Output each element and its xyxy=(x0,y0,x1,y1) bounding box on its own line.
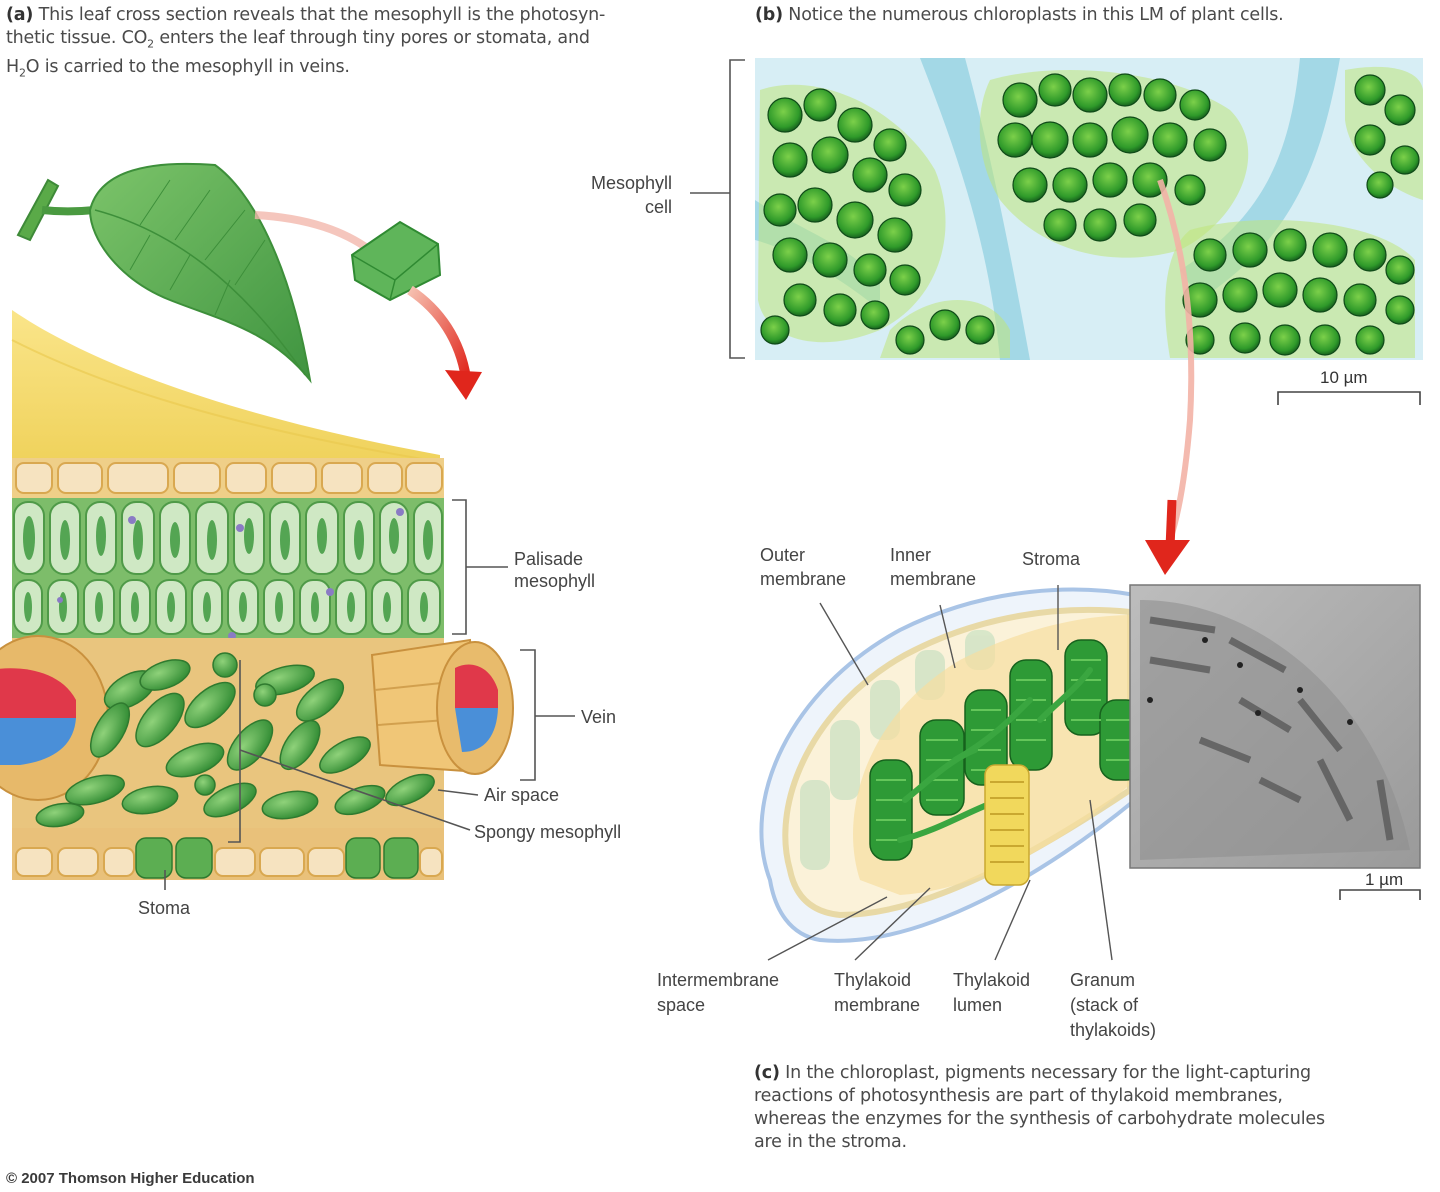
subscript: 2 xyxy=(18,66,26,79)
zoom-arrow xyxy=(407,285,471,379)
label-line: Inner xyxy=(890,545,932,565)
panel-b-caption: (b) Notice the numerous chloroplasts in … xyxy=(755,4,1284,27)
scale-label-1um: 1 µm xyxy=(1365,870,1404,889)
caption-line: O is carried to the mesophyll in veins. xyxy=(25,56,350,77)
label-line: lumen xyxy=(953,995,1003,1015)
label-line: membrane xyxy=(834,995,921,1015)
label-intermembrane-space: Intermembrane space xyxy=(657,967,779,1018)
copyright-notice: © 2007 Thomson Higher Education xyxy=(6,1170,255,1187)
label-line: Mesophyll xyxy=(590,173,672,193)
label-stoma: Stoma xyxy=(138,898,191,918)
vein-right xyxy=(370,638,514,775)
label-line: (stack of xyxy=(1070,995,1139,1015)
label-spongy-mesophyll: Spongy mesophyll xyxy=(474,822,622,842)
scale-label-10um: 10 µm xyxy=(1320,368,1368,387)
panel-c-caption: (c) In the chloroplast, pigments necessa… xyxy=(754,1062,1434,1154)
arrowhead-icon xyxy=(445,370,482,400)
label-line: space xyxy=(657,995,706,1015)
label-palisade-mesophyll: Palisade mesophyll xyxy=(514,546,595,594)
label-thylakoid-membrane: Thylakoid membrane xyxy=(834,967,920,1018)
subscript: 2 xyxy=(147,37,154,51)
label-thylakoid-lumen: Thylakoid lumen xyxy=(953,967,1030,1018)
guard-cells xyxy=(135,837,419,879)
label-line: thylakoids) xyxy=(1070,1020,1157,1040)
label-inner-membrane: Inner membrane xyxy=(890,542,976,592)
label-line: membrane xyxy=(760,569,847,589)
caption-line: reactions of photosynthesis are part of … xyxy=(754,1086,1283,1106)
caption-line: thetic tissue. CO xyxy=(6,28,148,48)
caption-line: H xyxy=(6,56,19,77)
panel-b-letter: (b) xyxy=(755,5,783,25)
caption-line: are in the stroma. xyxy=(754,1132,907,1152)
label-line: Thylakoid xyxy=(953,970,1031,990)
label-line: Intermembrane xyxy=(657,970,780,990)
panel-a-letter: (a) xyxy=(6,5,34,25)
panel-c-letter: (c) xyxy=(754,1063,780,1083)
label-granum: Granum (stack of thylakoids) xyxy=(1070,967,1156,1043)
caption-line: In the chloroplast, pigments necessary f… xyxy=(779,1063,1311,1083)
label-mesophyll-cell: Mesophyll cell xyxy=(560,170,672,220)
label-line: membrane xyxy=(890,569,977,589)
caption-line: whereas the enzymes for the synthesis of… xyxy=(754,1109,1325,1129)
label-line: Outer xyxy=(760,545,806,565)
label-line: Thylakoid xyxy=(834,970,912,990)
caption-line: Notice the numerous chloroplasts in this… xyxy=(782,5,1284,25)
spongy-cells xyxy=(35,652,435,828)
leaf-sample-cube-icon xyxy=(350,220,442,302)
label-vein: Vein xyxy=(581,707,617,727)
label-line: Granum xyxy=(1070,970,1136,990)
label-line: Palisade xyxy=(514,549,584,569)
leader-lines-a xyxy=(164,499,575,890)
panel-a-caption: (a) This leaf cross section reveals that… xyxy=(6,4,726,84)
label-air-space: Air space xyxy=(484,785,560,805)
label-line: mesophyll xyxy=(514,571,596,591)
label-stroma: Stroma xyxy=(1022,549,1081,569)
label-outer-membrane: Outer membrane xyxy=(760,542,846,592)
label-line: cell xyxy=(644,197,672,217)
caption-line: enters the leaf through tiny pores or st… xyxy=(153,28,590,48)
cuticle xyxy=(12,310,440,470)
caption-line: This leaf cross section reveals that the… xyxy=(33,5,606,25)
